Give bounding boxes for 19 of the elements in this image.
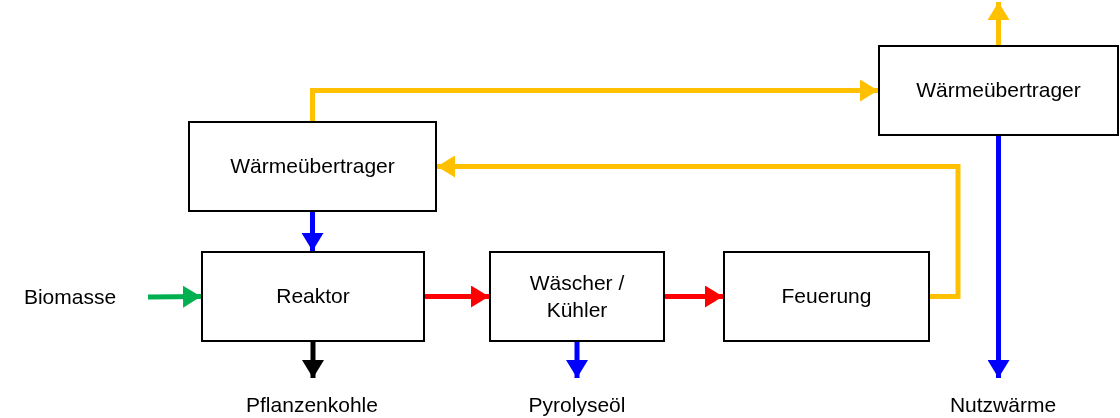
arrow: [310, 79, 878, 121]
process-box: Reaktor: [201, 251, 425, 342]
arrow: [302, 342, 324, 378]
arrow: [437, 155, 961, 299]
arrow: [566, 342, 588, 378]
arrow: [665, 285, 723, 308]
process-box: Wärmeübertrager: [878, 45, 1119, 136]
arrow: [147, 285, 202, 308]
arrow: [987, 2, 1010, 45]
process-box: Wärmeübertrager: [188, 121, 437, 212]
flow-label: Pyrolyseöl: [500, 392, 654, 418]
arrow: [987, 136, 1010, 378]
arrow: [425, 285, 489, 308]
process-box: Feuerung: [723, 251, 930, 342]
arrow: [301, 212, 324, 251]
flow-label: Biomasse: [6, 283, 134, 311]
flow-label: Nutzwärme: [925, 392, 1081, 418]
process-box: Wäscher / Kühler: [489, 251, 665, 342]
flow-label: Pflanzenkohle: [214, 392, 410, 418]
